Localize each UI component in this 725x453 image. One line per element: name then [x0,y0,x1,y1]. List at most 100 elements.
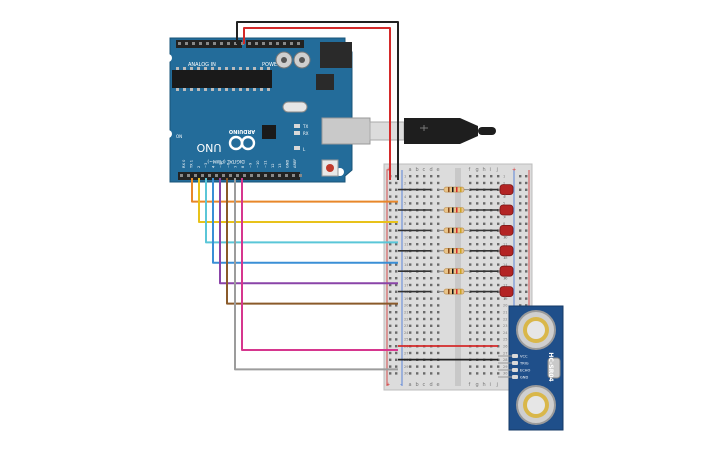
digital-pin-label: TX 1 [189,160,193,169]
header-pin [201,174,204,177]
power-header-label: POWER [262,62,281,68]
breadboard-hole [483,236,486,239]
digital-pin-label: 8 [241,165,245,168]
arduino-uno-board: ANALOG IN POWER L TX RX ON ARDUINO UNO [164,37,353,183]
trig-wire [241,178,398,351]
breadboard-hole [430,324,433,327]
header-pin [178,42,181,45]
breadboard-hole [416,365,419,368]
row-number: 5 [404,202,406,206]
breadboard-hole [483,222,486,225]
rail-hole [525,215,528,219]
led-label-on: ON [176,134,182,139]
breadboard-hole [430,277,433,280]
rail-hole [389,249,392,253]
breadboard-hole [430,290,433,293]
resistor [443,268,465,275]
breadboard-hole [409,215,412,219]
digital-pin-label: AREF [293,159,297,168]
breadboard-hole [409,236,412,239]
rail-hole [525,290,528,293]
breadboard-hole [430,229,433,232]
rail-hole [395,222,398,225]
breadboard-hole [497,338,500,341]
column-letter: f [469,167,471,173]
breadboard-hole [416,331,419,334]
row-number: 14 [503,263,508,267]
rail-hole [519,175,522,178]
rail-hole [395,243,398,246]
header-pin [234,42,237,45]
breadboard-hole [430,175,433,178]
rail-plus-label-right: + [512,167,516,173]
breadboard-hole [490,372,493,375]
rail-hole [395,311,398,314]
breadboard-hole [469,243,472,246]
breadboard-hole [423,263,426,266]
header-pin [290,42,293,45]
breadboard-hole [430,202,433,205]
row-number: 22 [404,317,408,321]
breadboard-hole [437,181,440,185]
breadboard-hole [409,283,412,287]
rail-hole [519,270,522,273]
breadboard-hole [437,297,440,300]
breadboard-hole [483,215,486,219]
rail-hole [389,290,392,293]
rail-hole [389,351,392,355]
breadboard-hole [437,202,440,205]
breadboard-hole [483,277,486,280]
breadboard-hole [409,304,412,307]
header-pin [257,174,260,177]
rail-hole [395,317,398,321]
rail-hole [525,236,528,239]
header-pin [250,174,253,177]
rail-hole [525,277,528,280]
breadboard-hole [490,263,493,266]
digital-pin-label: ~3 [204,163,208,168]
sensor-pin [512,354,518,358]
header-pin [192,42,195,45]
rail-hole [395,351,398,355]
breadboard-hole [469,215,472,219]
breadboard-hole [490,202,493,205]
breadboard-hole [490,304,493,307]
usb-chip [262,125,276,139]
signal-wire [205,178,398,244]
header-pin [264,174,267,177]
column-letter: f [469,382,471,388]
header-pin [213,42,216,45]
row-number: 28 [503,358,507,362]
rail-hole [519,202,522,205]
breadboard-hole [476,338,479,341]
rail-hole [525,222,528,225]
led [499,184,514,198]
breadboard-hole [409,263,412,266]
rail-hole [525,256,528,259]
rail-hole [389,358,392,361]
breadboard-hole [437,222,440,225]
gnd-wire [236,21,399,180]
breadboard-hole [497,188,500,191]
rail-hole [519,236,522,239]
column-letter: c [423,167,426,173]
breadboard-hole [490,365,493,368]
breadboard-hole [430,304,433,307]
breadboard-hole [423,297,426,300]
header-pin [187,174,190,177]
header-pin [285,174,288,177]
breadboard-hole [416,195,419,198]
row-number: 20 [404,304,408,308]
breadboard-hole [497,358,500,361]
rail-hole [395,195,398,198]
row-number: 26 [503,345,507,349]
row-number: 19 [404,297,408,301]
column-letter: d [430,167,433,173]
breadboard-hole [437,365,440,368]
header-pin [278,174,281,177]
breadboard-hole [490,331,493,334]
breadboard-hole [497,331,500,334]
breadboard-hole [469,256,472,259]
breadboard-hole [497,243,500,246]
rail-hole [389,181,392,185]
